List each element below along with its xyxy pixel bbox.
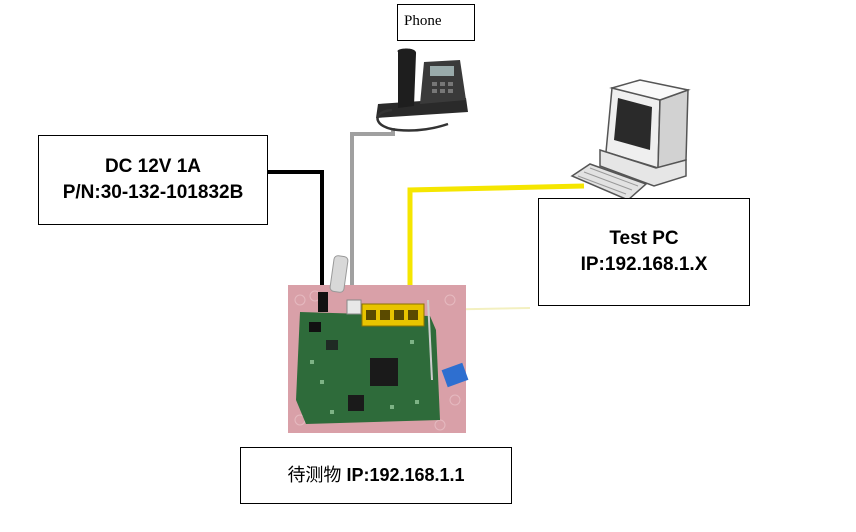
test-pc-title: Test PC — [609, 228, 679, 249]
usb-dongle — [329, 255, 349, 293]
phone-label: Phone — [397, 4, 475, 41]
test-pc-box: Test PC IP:192.168.1.X — [538, 198, 750, 306]
dut-name: 待测物 — [287, 465, 342, 486]
phone-icon — [376, 48, 468, 132]
dut-ip: IP:192.168.1.1 — [346, 465, 465, 485]
connector-dark — [309, 322, 321, 332]
lan-port-block — [361, 303, 425, 327]
power-cable — [268, 170, 324, 292]
test-pc-ip: IP:192.168.1.X — [580, 254, 708, 275]
dut-box: 待测物 IP:192.168.1.1 — [240, 447, 512, 504]
power-spec: DC 12V 1A — [104, 156, 202, 177]
phone-cable — [350, 128, 395, 305]
power-jack — [318, 292, 328, 312]
dut-board — [288, 255, 469, 433]
lan-cable — [407, 183, 585, 300]
power-supply-box: DC 12V 1A P/N:30-132-101832B — [38, 135, 268, 225]
power-part-number: P/N:30-132-101832B — [62, 182, 244, 203]
computer-icon — [570, 79, 691, 201]
blue-terminal — [441, 362, 469, 388]
phone-label-text: Phone — [404, 13, 442, 29]
phone-jack — [346, 299, 362, 315]
small-chip — [326, 340, 338, 350]
secondary-chip — [348, 395, 364, 411]
main-chip — [370, 358, 398, 386]
